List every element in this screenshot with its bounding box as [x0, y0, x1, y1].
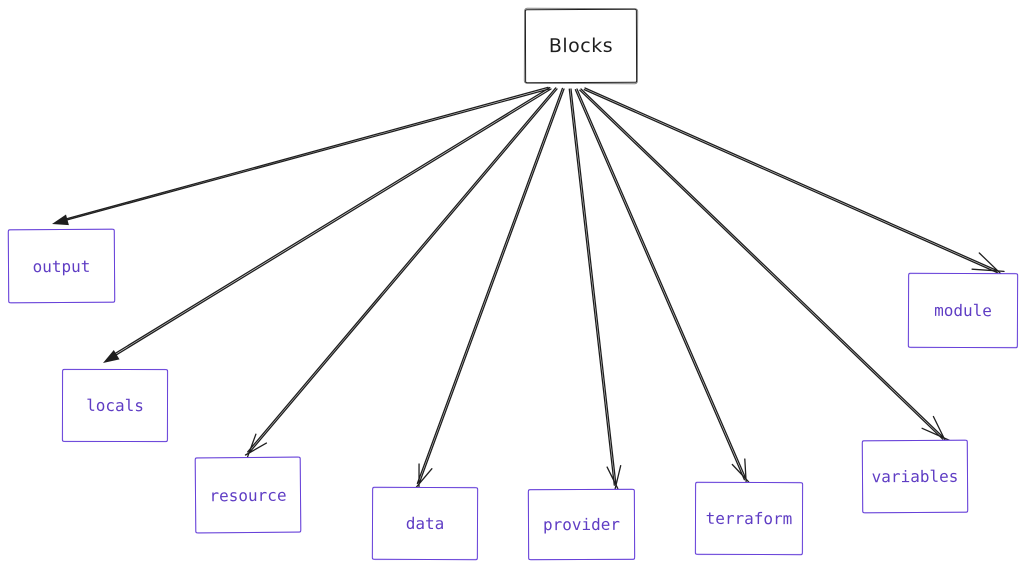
node-terraform[interactable]: terraform [694, 481, 804, 556]
node-module-label: module [934, 300, 992, 321]
node-provider-label: provider [542, 514, 621, 535]
arrow-blocks-to-variables[interactable] [579, 88, 951, 445]
node-data[interactable]: data [371, 486, 479, 561]
node-resource[interactable]: resource [194, 456, 302, 534]
arrow-blocks-to-output[interactable] [52, 86, 550, 226]
node-provider[interactable]: provider [527, 488, 636, 561]
node-module[interactable]: module [907, 272, 1019, 349]
node-variables-label: variables [871, 466, 959, 487]
arrow-blocks-to-resource[interactable] [244, 87, 558, 458]
node-resource-label: resource [209, 485, 287, 505]
node-variables[interactable]: variables [861, 439, 969, 514]
node-data-label: data [405, 513, 445, 534]
arrow-blocks-to-terraform[interactable] [574, 88, 750, 484]
arrow-blocks-to-locals[interactable] [103, 86, 552, 363]
node-blocks-label: Blocks [548, 34, 614, 58]
node-output[interactable]: output [7, 228, 116, 304]
arrow-blocks-to-module[interactable] [583, 87, 1005, 276]
node-terraform-label: terraform [705, 508, 793, 529]
node-blocks[interactable]: Blocks [524, 8, 638, 84]
node-locals-label: locals [86, 395, 144, 416]
arrow-blocks-to-provider[interactable] [568, 88, 622, 490]
node-output-label: output [32, 256, 91, 276]
arrow-blocks-to-data[interactable] [415, 87, 565, 489]
node-locals[interactable]: locals [61, 368, 169, 443]
